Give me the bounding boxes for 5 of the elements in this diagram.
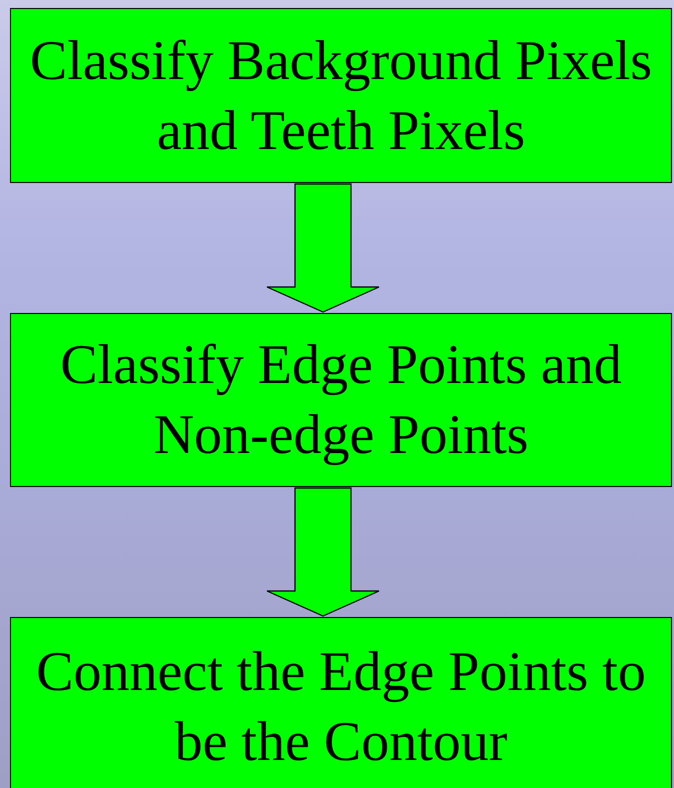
process-box: Connect the Edge Points to be the Contour bbox=[10, 617, 672, 788]
block-arrow bbox=[266, 183, 380, 313]
block-arrow bbox=[266, 487, 380, 617]
process-box: Classify Background Pixels and Teeth Pixels bbox=[10, 8, 672, 183]
process-box: Classify Edge Points and Non-edge Points bbox=[10, 313, 672, 487]
